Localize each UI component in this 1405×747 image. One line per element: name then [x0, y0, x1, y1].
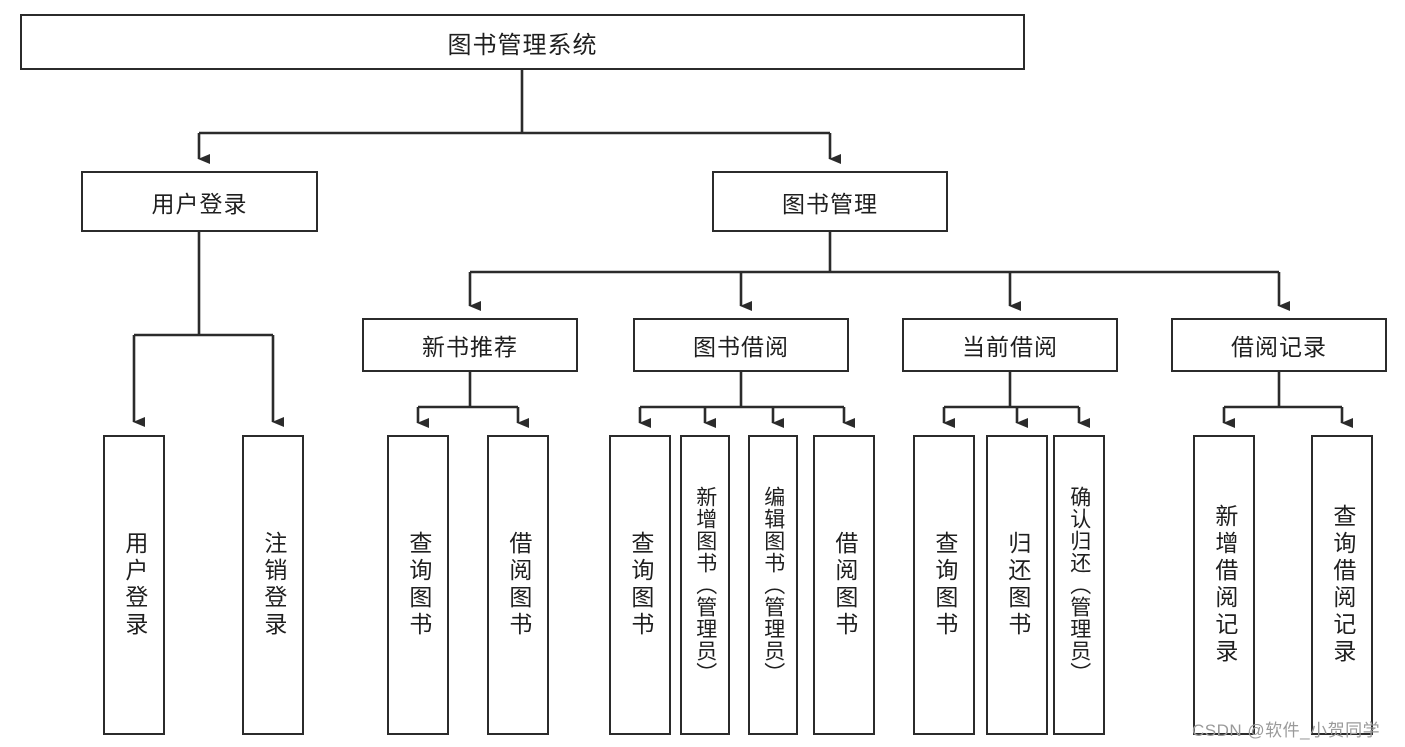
node-leaf-query-book-c[interactable]: 查询图书	[913, 435, 975, 735]
csdn-watermark: CSDN @软件_小贺同学	[1192, 721, 1381, 740]
node-root[interactable]: 图书管理系统	[20, 14, 1025, 70]
node-leaf-edit-book-label: 编辑图书（管理员）	[761, 486, 785, 684]
node-leaf-query-book-a[interactable]: 查询图书	[387, 435, 449, 735]
node-leaf-return-book[interactable]: 归还图书	[986, 435, 1048, 735]
node-current-borrow-label: 当前借阅	[962, 334, 1058, 360]
node-book-manage[interactable]: 图书管理	[712, 171, 948, 232]
node-leaf-query-record[interactable]: 查询借阅记录	[1311, 435, 1373, 735]
node-new-book-recommend[interactable]: 新书推荐	[362, 318, 578, 372]
node-leaf-query-book-b-label: 查询图书	[627, 531, 654, 639]
node-leaf-user-logout-label: 注销登录	[260, 531, 287, 639]
node-leaf-borrow-book-b[interactable]: 借阅图书	[813, 435, 875, 735]
node-leaf-add-book-label: 新增图书（管理员）	[693, 486, 717, 684]
node-leaf-query-book-b[interactable]: 查询图书	[609, 435, 671, 735]
node-borrow-record[interactable]: 借阅记录	[1171, 318, 1387, 372]
node-current-borrow[interactable]: 当前借阅	[902, 318, 1118, 372]
node-leaf-add-book[interactable]: 新增图书（管理员）	[680, 435, 730, 735]
node-new-book-recommend-label: 新书推荐	[422, 334, 518, 360]
node-leaf-query-record-label: 查询借阅记录	[1329, 504, 1356, 666]
node-leaf-return-book-label: 归还图书	[1004, 531, 1031, 639]
node-leaf-confirm-return-label: 确认归还（管理员）	[1067, 486, 1091, 684]
node-leaf-edit-book[interactable]: 编辑图书（管理员）	[748, 435, 798, 735]
node-leaf-user-login-label: 用户登录	[121, 531, 148, 639]
node-leaf-query-book-a-label: 查询图书	[405, 531, 432, 639]
node-book-borrow-label: 图书借阅	[693, 334, 789, 360]
node-leaf-confirm-return[interactable]: 确认归还（管理员）	[1053, 435, 1105, 735]
node-leaf-user-login[interactable]: 用户登录	[103, 435, 165, 735]
node-book-manage-label: 图书管理	[782, 190, 878, 217]
node-leaf-user-logout[interactable]: 注销登录	[242, 435, 304, 735]
node-leaf-add-record-label: 新增借阅记录	[1211, 504, 1238, 666]
node-root-label: 图书管理系统	[447, 31, 598, 59]
node-book-borrow[interactable]: 图书借阅	[633, 318, 849, 372]
node-borrow-record-label: 借阅记录	[1231, 334, 1327, 360]
node-leaf-query-book-c-label: 查询图书	[931, 531, 958, 639]
node-user-login[interactable]: 用户登录	[81, 171, 318, 232]
node-leaf-borrow-book-a-label: 借阅图书	[505, 531, 532, 639]
node-leaf-borrow-book-a[interactable]: 借阅图书	[487, 435, 549, 735]
node-leaf-add-record[interactable]: 新增借阅记录	[1193, 435, 1255, 735]
node-leaf-borrow-book-b-label: 借阅图书	[831, 531, 858, 639]
node-user-login-label: 用户登录	[151, 190, 248, 217]
